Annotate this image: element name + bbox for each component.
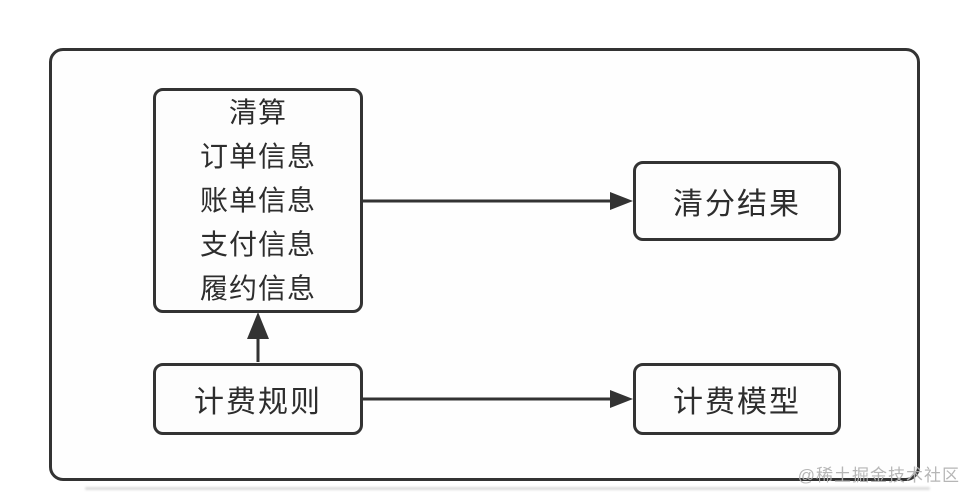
node-label: 计费模型 <box>673 386 801 419</box>
node-label-line: 清算 <box>228 96 287 128</box>
arrowhead-clearing-result <box>610 192 633 210</box>
node-label: 清分结果 <box>673 188 801 221</box>
node-label-line: 账单信息 <box>199 184 316 216</box>
node-billing-rules: 计费规则 <box>153 363 363 435</box>
node-label-line: 履约信息 <box>199 272 316 304</box>
node-label: 计费规则 <box>194 386 322 419</box>
watermark: @稀土掘金技术社区 <box>797 466 960 485</box>
bottom-ghost-line <box>85 487 930 490</box>
arrowhead-clearing-inputs <box>247 312 269 339</box>
node-label-line: 订单信息 <box>199 140 316 172</box>
node-label-line: 支付信息 <box>199 228 316 260</box>
node-clearing-result: 清分结果 <box>633 161 841 241</box>
node-clearing-inputs: 清算 订单信息 账单信息 支付信息 履约信息 <box>153 88 363 313</box>
node-billing-model: 计费模型 <box>633 363 841 435</box>
arrowhead-billing-model <box>610 390 633 408</box>
